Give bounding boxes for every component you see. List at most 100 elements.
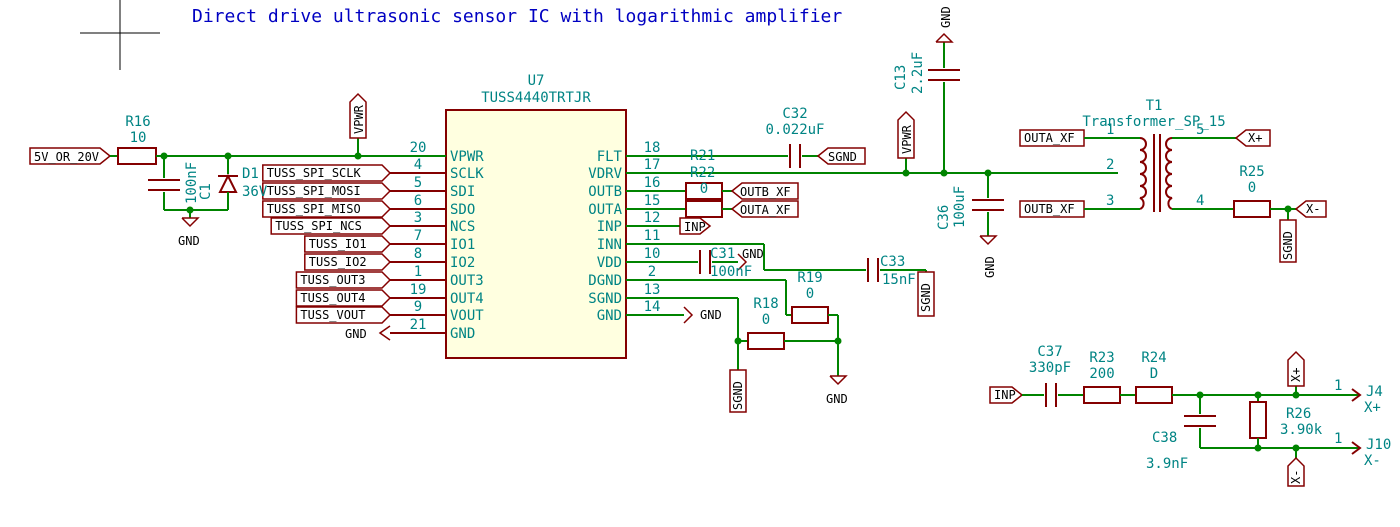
- sgnd-label-c32: SGND: [828, 150, 857, 164]
- ic-u7[interactable]: U7 TUSS4440TRTJR 20VPWR4SCLK5SDI6SDO3NCS…: [390, 73, 680, 359]
- r19-ref: R19: [797, 270, 822, 286]
- ic-part: TUSS4440TRTJR: [481, 90, 591, 106]
- ic-left-pin-num: 8: [414, 246, 422, 262]
- ic-right-pin-num: 14: [644, 299, 661, 315]
- decoupling-caps: GND C13 2.2uF GND C36 100uF: [893, 6, 1004, 278]
- left-net-label: TUSS_IO1: [309, 237, 367, 251]
- r18-resistor: [747, 332, 785, 350]
- ic-right-pin-num: 13: [644, 282, 661, 298]
- ic-gnd-arrow: GND: [345, 325, 391, 341]
- ic-left-pin-name: IO2: [450, 255, 475, 271]
- j4-pin: 1: [1334, 378, 1342, 394]
- ic-right-pin-num: 18: [644, 140, 661, 156]
- r24-value: D: [1150, 366, 1158, 382]
- c33-value: 15nF: [882, 272, 916, 288]
- ic-left-pin-num: 4: [414, 157, 422, 173]
- j10-ref: J10: [1366, 437, 1391, 453]
- ic-left-pin-name: VOUT: [450, 308, 484, 324]
- gnd-label-pin14: GND: [700, 308, 722, 322]
- r23-ref: R23: [1089, 350, 1114, 366]
- ic-right-pin-num: 12: [644, 210, 661, 226]
- t1-pin4: 4: [1196, 193, 1204, 209]
- ic-left-pin-name: OUT4: [450, 291, 484, 307]
- ic-right-pin-num: 15: [644, 193, 661, 209]
- ic-right-pin-num: 16: [644, 175, 661, 191]
- r19-value: 0: [806, 286, 814, 302]
- ic-left-pin-name: OUT3: [450, 273, 484, 289]
- r26-resistor: [1249, 401, 1267, 439]
- ic-left-pin-name: GND: [450, 326, 475, 342]
- crosshair-cursor: [80, 0, 160, 70]
- ic-right-pin-num: 2: [648, 264, 656, 280]
- r21-ref: R21: [690, 148, 715, 164]
- r21-resistor: [685, 200, 723, 218]
- r19-resistor: [791, 306, 829, 324]
- ic-right-pin-num: 11: [644, 228, 661, 244]
- vpwr-label-right: VPWR: [900, 124, 914, 154]
- ic-gnd-label: GND: [345, 327, 367, 341]
- r18-value: 0: [762, 312, 770, 328]
- c31-ref: C31: [710, 246, 735, 262]
- r22-value: 0: [700, 181, 708, 197]
- r26-ref: R26: [1286, 406, 1311, 422]
- c1-ref: C1: [198, 183, 214, 200]
- ic-left-pin-num: 3: [414, 210, 422, 226]
- gnd-label-c36: GND: [983, 256, 997, 278]
- gnd-label-r19: GND: [826, 392, 848, 406]
- left-net-label: TUSS_SPI_MISO: [267, 202, 361, 216]
- t1-ref: T1: [1146, 98, 1163, 114]
- ic-right-pin-name: SGND: [588, 291, 622, 307]
- ic-right-pin-name: INN: [597, 237, 622, 253]
- xm-label-r25: X-: [1306, 202, 1320, 216]
- c36-ref: C36: [936, 205, 952, 230]
- r22-ref: R22: [690, 165, 715, 181]
- c1-value: 100nF: [184, 162, 200, 204]
- t1-pin2: 2: [1106, 157, 1114, 173]
- power-input-section: 5V_OR_20V R16 10 C1 100nF D1 36V GND VPW…: [29, 92, 446, 248]
- c36-value: 100uF: [952, 186, 968, 228]
- c31-value: 100nF: [710, 264, 752, 280]
- left-net-label: TUSS_SPI_MOSI: [267, 184, 361, 198]
- transformer-t1[interactable]: T1 Transformer_SP_15 OUTA_XF 1 2 OUTB_XF…: [1019, 98, 1327, 263]
- ic-left-pin-num: 21: [410, 317, 427, 333]
- xp-label-t1: X+: [1248, 131, 1262, 145]
- c37-ref: C37: [1037, 344, 1062, 360]
- sgnd-label-t1: SGND: [1281, 231, 1295, 260]
- ic-right-nets: R21 C32 0.022uF SGND R22 VPWR 0 OUTB_XF …: [626, 106, 1118, 413]
- ic-right-pin-name: VDD: [597, 255, 622, 271]
- t1-pin5: 5: [1196, 122, 1204, 138]
- j4-ref: J4: [1366, 384, 1383, 400]
- r23-value: 200: [1089, 366, 1114, 382]
- ic-left-pin-num: 20: [410, 140, 427, 156]
- left-net-labels: TUSS_SPI_SCLKTUSS_SPI_MOSITUSS_SPI_MISOT…: [262, 164, 392, 324]
- ic-right-pin-name: FLT: [597, 149, 623, 165]
- t1-value: Transformer_SP_15: [1082, 114, 1225, 130]
- ic-right-pin-num: 10: [644, 246, 661, 262]
- ic-left-pin-num: 19: [410, 282, 427, 298]
- sgnd-label-r18: SGND: [731, 381, 745, 410]
- c37-value: 330pF: [1029, 360, 1071, 376]
- xp-label-filter: X+: [1289, 368, 1303, 382]
- left-net-label: TUSS_IO2: [309, 255, 367, 269]
- r18-ref: R18: [753, 296, 778, 312]
- outa-label-t1: OUTA_XF: [1024, 131, 1075, 145]
- gnd-label-c13: GND: [939, 6, 953, 28]
- ic-right-pin-name: OUTA: [588, 202, 622, 218]
- c33-ref: C33: [880, 254, 905, 270]
- left-net-label: TUSS_SPI_NCS: [275, 219, 362, 233]
- d1-value: 36V: [242, 184, 268, 200]
- r25-ref: R25: [1239, 164, 1264, 180]
- gnd-label-c31: GND: [742, 247, 764, 261]
- ic-left-pin-name: VPWR: [450, 149, 484, 165]
- sheet-title: Direct drive ultrasonic sensor IC with l…: [192, 6, 842, 27]
- ic-left-pin-name: SDO: [450, 202, 475, 218]
- ic-left-pin-name: IO1: [450, 237, 475, 253]
- ic-left-pin-name: SCLK: [450, 166, 484, 182]
- j10-pin: 1: [1334, 431, 1342, 447]
- c32-value: 0.022uF: [765, 122, 824, 138]
- ic-left-pin-num: 1: [414, 264, 422, 280]
- c13-ref: C13: [893, 65, 909, 90]
- ic-left-pin-num: 5: [414, 175, 422, 191]
